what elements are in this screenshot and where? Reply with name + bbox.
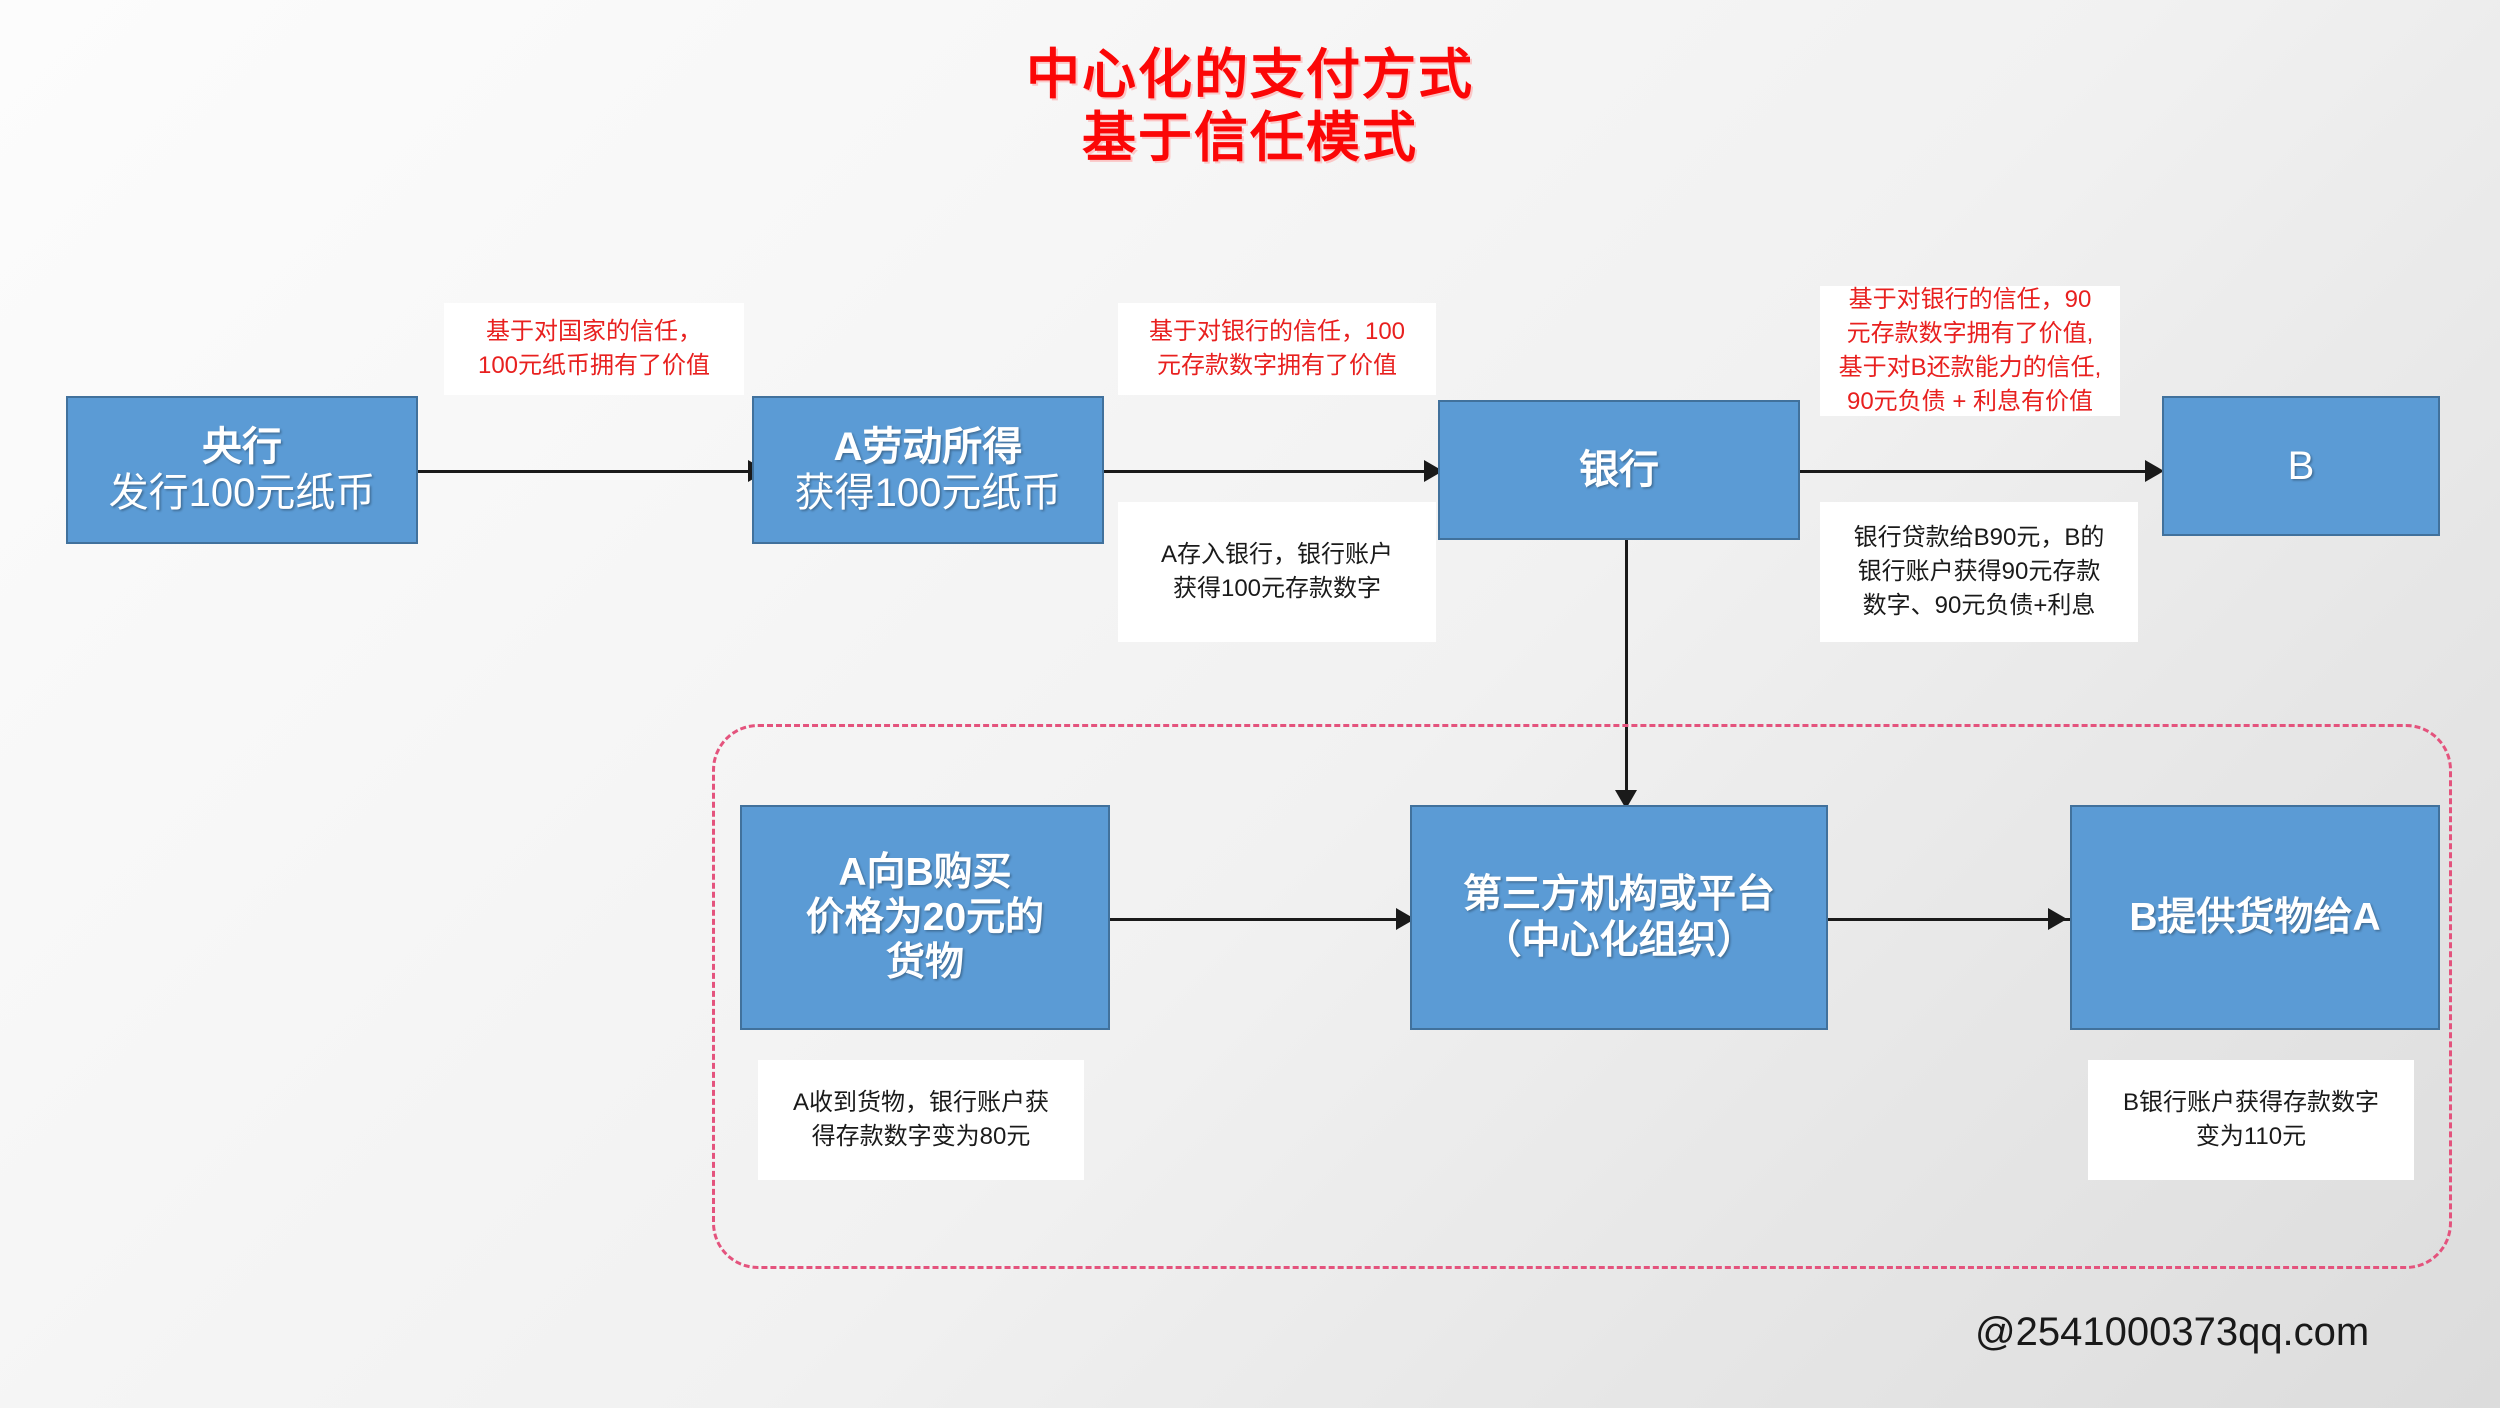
node-bank-line1: 银行 [1579, 447, 1659, 492]
node-a-buys-line2: 价格为20元的 [805, 895, 1045, 939]
note-a-balance: A收到货物，银行账户获 得存款数字变为80元 [758, 1060, 1084, 1180]
centralized-transaction-group [712, 724, 2452, 1269]
arrowhead-bank-to-b [2145, 460, 2164, 482]
node-a-income[interactable]: A劳动所得 获得100元纸币 [752, 396, 1104, 544]
arrowhead-bank-to-thirdparty [1615, 790, 1637, 809]
node-b-line1: B [2287, 443, 2315, 488]
note-trust-country: 基于对国家的信任， 100元纸币拥有了价值 [444, 303, 744, 395]
node-b[interactable]: B [2162, 396, 2440, 536]
node-central-bank[interactable]: 央行 发行100元纸币 [66, 396, 418, 544]
connector-thirdparty-to-bdelivers [1828, 918, 2078, 921]
note-trust-bank: 基于对银行的信任，100 元存款数字拥有了价值 [1118, 303, 1436, 395]
page-title: 中心化的支付方式 基于信任模式 [1026, 45, 1474, 169]
node-a-buys-line3: 货物 [885, 941, 964, 985]
note-b-balance: B银行账户获得存款数字 变为110元 [2088, 1060, 2414, 1180]
connector-bank-to-b [1800, 470, 2160, 473]
node-a-income-line2: 获得100元纸币 [794, 471, 1062, 515]
watermark-email: @2541000373qq.com [1975, 1310, 2370, 1354]
arrowhead-thirdparty-to-bdelivers [2048, 908, 2067, 930]
node-b-delivers-line1: B提供货物给A [2129, 895, 2381, 939]
node-bank[interactable]: 银行 [1438, 400, 1800, 540]
node-b-delivers[interactable]: B提供货物给A [2070, 805, 2440, 1030]
note-deposit-bank: A存入银行，银行账户 获得100元存款数字 [1118, 502, 1436, 642]
node-a-income-line1: A劳动所得 [833, 424, 1023, 469]
node-central-bank-line2: 发行100元纸币 [108, 471, 376, 515]
node-third-party[interactable]: 第三方机构或平台 （中心化组织） [1410, 805, 1828, 1030]
connector-abuys-to-thirdparty [1110, 918, 1410, 921]
connector-centralbank-to-aincome [418, 470, 763, 473]
note-loan-detail: 银行贷款给B90元，B的 银行账户获得90元存款 数字、90元负债+利息 [1820, 502, 2138, 642]
node-central-bank-line1: 央行 [202, 424, 282, 469]
node-third-party-line2: （中心化组织） [1482, 918, 1756, 962]
connector-bank-to-thirdparty [1625, 540, 1628, 805]
node-a-buys[interactable]: A向B购买 价格为20元的 货物 [740, 805, 1110, 1030]
node-third-party-line1: 第三方机构或平台 [1462, 873, 1775, 917]
connector-aincome-to-bank [1104, 470, 1439, 473]
node-a-buys-line1: A向B购买 [838, 850, 1012, 894]
note-trust-bank-loan: 基于对银行的信任，90 元存款数字拥有了价值, 基于对B还款能力的信任, 90元… [1820, 286, 2120, 416]
